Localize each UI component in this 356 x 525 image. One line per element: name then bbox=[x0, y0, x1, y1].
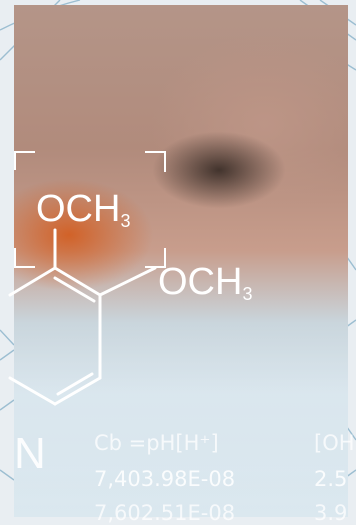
methoxy-upper-main: OCH bbox=[36, 188, 121, 230]
table-row1-col1: 7,403.98E-08 bbox=[94, 467, 236, 491]
bracket-bottom-right bbox=[145, 248, 166, 268]
lab-photo bbox=[14, 5, 348, 517]
table-row1-col2: 2.5 bbox=[314, 467, 348, 491]
methoxy-label-upper: OCH3 bbox=[36, 190, 130, 230]
bond-ring-bottom bbox=[53, 376, 102, 406]
table-header-col1: Cb =pH[H⁺] bbox=[94, 431, 219, 455]
bond-ring-top-left bbox=[8, 266, 57, 297]
table-row2-col1: 7,602.51E-08 bbox=[94, 501, 236, 525]
table-header-col2: [OH bbox=[314, 431, 355, 455]
bracket-bottom-left bbox=[14, 248, 35, 268]
methoxy-lower-main: OCH bbox=[158, 261, 243, 303]
bond-ring-bottom-inner bbox=[56, 372, 94, 396]
table-row2-col2: 3.9 bbox=[314, 501, 348, 525]
methoxy-label-lower: OCH3 bbox=[158, 263, 252, 303]
bond-lower-oxygen bbox=[98, 266, 157, 297]
methoxy-upper-sub: 3 bbox=[120, 211, 131, 231]
bracket-top-right bbox=[145, 151, 166, 172]
bond-ring-top bbox=[53, 266, 102, 297]
methoxy-lower-sub: 3 bbox=[242, 284, 253, 304]
bracket-top-left bbox=[14, 151, 35, 170]
bond-ring-top-inner bbox=[53, 276, 96, 303]
bond-ring-bottom-left bbox=[8, 376, 57, 406]
edge-letter: N bbox=[14, 429, 46, 478]
